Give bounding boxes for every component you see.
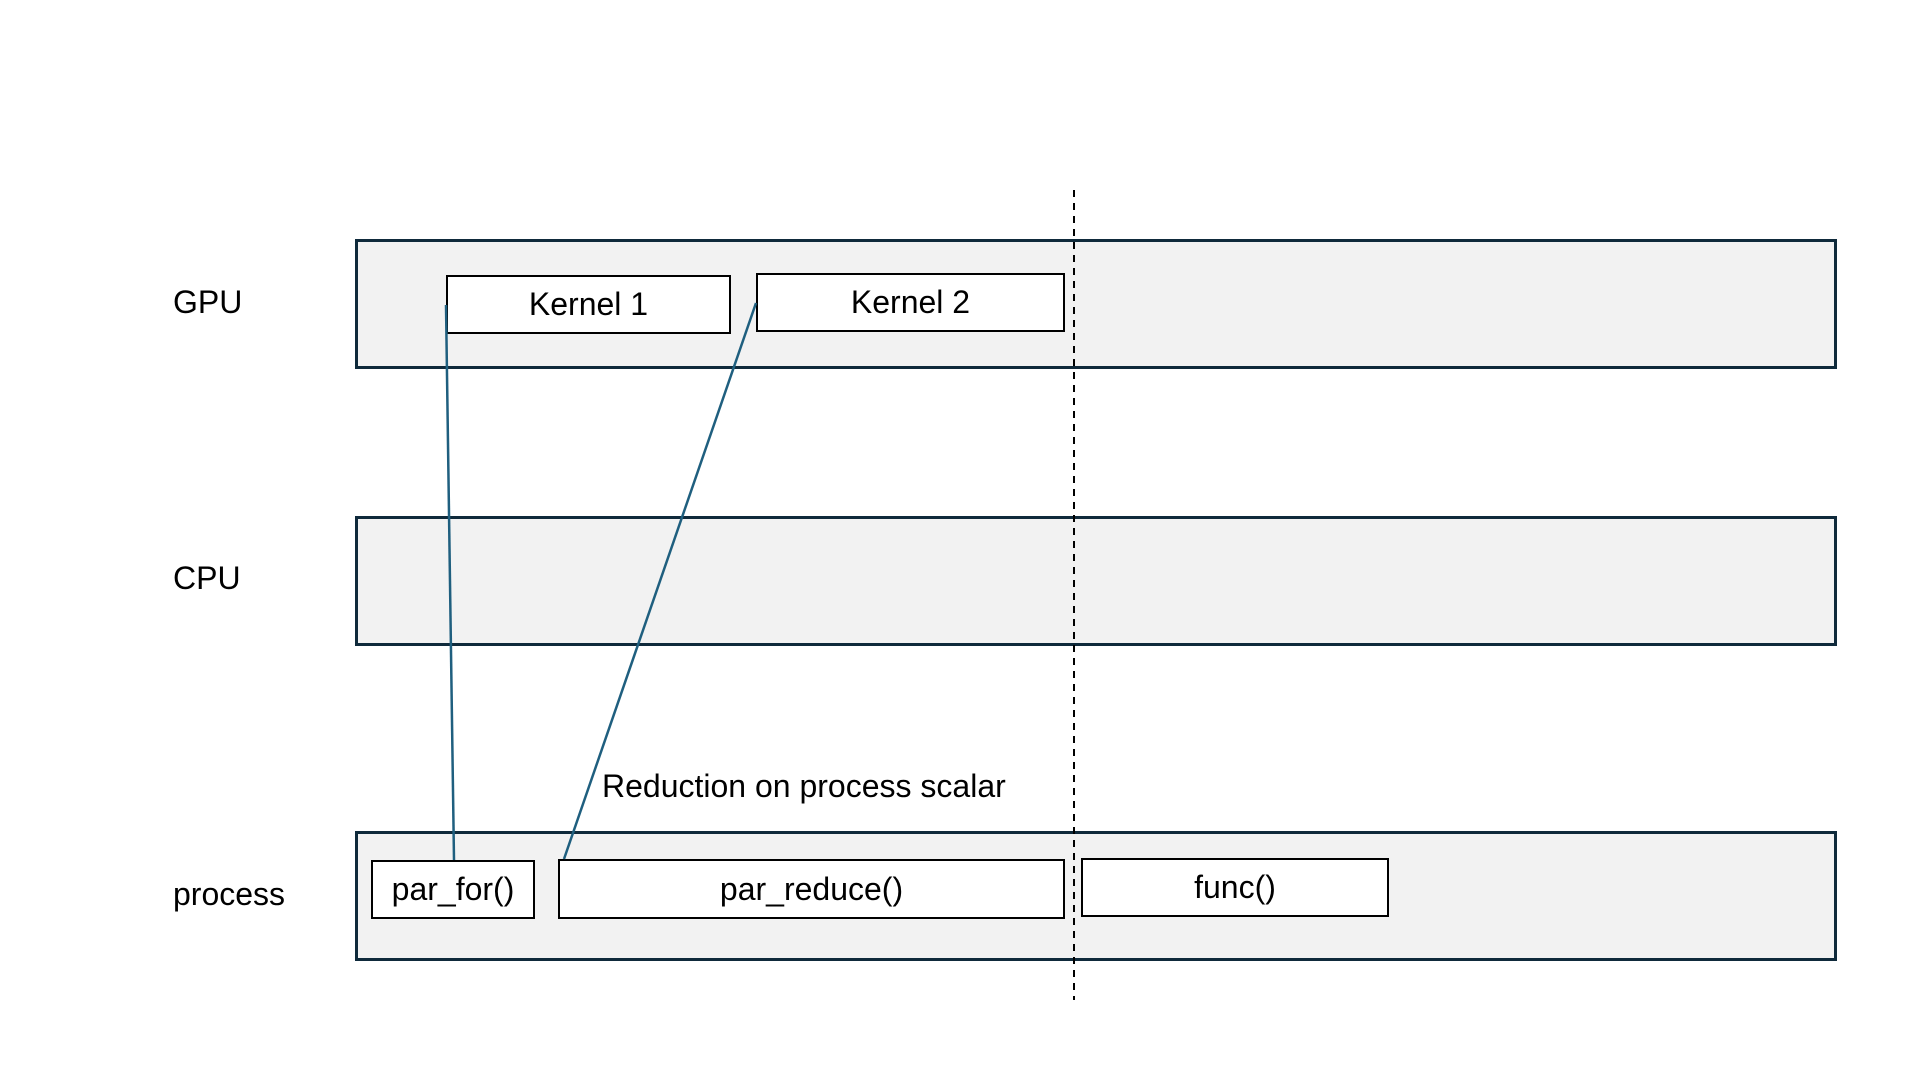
cpu-lane bbox=[355, 516, 1837, 646]
par-for-label: par_for() bbox=[391, 871, 515, 907]
lane-label-gpu: GPU bbox=[173, 284, 243, 320]
par-reduce-box: par_reduce() bbox=[558, 859, 1065, 919]
reduction-annotation: Reduction on process scalar bbox=[602, 768, 1006, 804]
par-for-box: par_for() bbox=[371, 860, 535, 919]
kernel-2-label: Kernel 2 bbox=[850, 284, 971, 320]
par-reduce-label: par_reduce() bbox=[719, 870, 904, 907]
lane-label-process: process bbox=[173, 876, 286, 912]
kernel-2-box: Kernel 2 bbox=[756, 273, 1065, 332]
kernel-1-box: Kernel 1 bbox=[446, 275, 731, 334]
func-box: func() bbox=[1081, 858, 1389, 917]
lane-label-cpu: CPU bbox=[173, 560, 241, 596]
func-label: func() bbox=[1194, 869, 1276, 905]
kernel-1-label: Kernel 1 bbox=[528, 286, 649, 322]
